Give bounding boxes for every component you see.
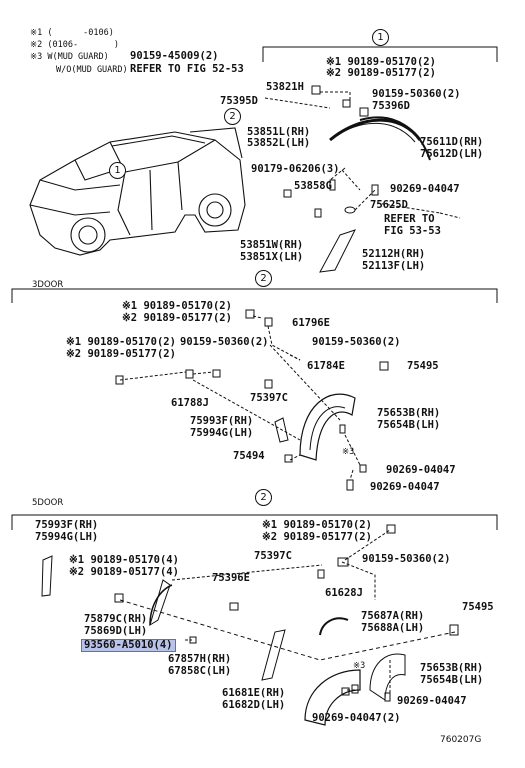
callout-1-top: 1: [372, 29, 389, 46]
part-label[interactable]: ※1 90189-05170(2): [262, 519, 372, 531]
part-label[interactable]: ※1 90189-05170(2): [122, 300, 232, 312]
callout-2-3door: 2: [255, 270, 272, 287]
part-label[interactable]: 61681E(RH): [222, 687, 286, 699]
part-label[interactable]: 75494: [233, 450, 265, 462]
part-label[interactable]: 61628J: [325, 587, 363, 599]
part-label[interactable]: 61788J: [171, 397, 209, 409]
part-label[interactable]: 90159-50360(2): [312, 336, 401, 348]
section-3door: 3DOOR: [32, 280, 64, 290]
part-label[interactable]: ※2 90189-05177(2): [66, 348, 176, 360]
part-label[interactable]: 75495: [462, 601, 494, 613]
part-label-highlighted[interactable]: 93560-A5010(4): [81, 639, 176, 652]
part-label[interactable]: 75688A(LH): [361, 622, 425, 634]
note-1: ※1 ( -0106): [30, 28, 114, 38]
part-label[interactable]: ※2 90189-05177(2): [122, 312, 232, 324]
part-label[interactable]: ※1 90189-05170(2): [326, 56, 436, 68]
part-label[interactable]: 53852L(LH): [247, 137, 311, 149]
part-label[interactable]: 75994G(LH): [35, 531, 99, 543]
part-label[interactable]: 75612D(LH): [420, 148, 484, 160]
note-3-part-number[interactable]: 90159-45009(2): [130, 50, 219, 62]
note-3-without-mudguard: W/O(MUD GUARD): [56, 65, 128, 75]
part-label[interactable]: 53821H: [266, 81, 304, 93]
part-label[interactable]: 75994G(LH): [190, 427, 254, 439]
part-label[interactable]: ※1 90189-05170(4): [69, 554, 179, 566]
part-label[interactable]: 75653B(RH): [377, 407, 441, 419]
part-label[interactable]: 75653B(RH): [420, 662, 484, 674]
part-label[interactable]: 75397C: [250, 392, 288, 404]
part-label[interactable]: 90269-04047(2): [312, 712, 401, 724]
callout-1-car: 1: [109, 162, 126, 179]
part-label[interactable]: ※2 90189-05177(2): [326, 67, 436, 79]
part-label[interactable]: 61784E: [307, 360, 345, 372]
part-label[interactable]: 75397C: [254, 550, 292, 562]
car-illustration: [29, 127, 246, 256]
note-marker-3: ※3: [353, 661, 366, 671]
part-label[interactable]: 52113F(LH): [362, 260, 426, 272]
part-label[interactable]: 53858G: [294, 180, 332, 192]
part-label[interactable]: 75993F(RH): [35, 519, 99, 531]
part-label[interactable]: 53851L(RH): [247, 126, 311, 138]
part-label[interactable]: 67857H(RH): [168, 653, 232, 665]
part-label[interactable]: 90159-50360(2): [372, 88, 461, 100]
part-label[interactable]: 90269-04047: [397, 695, 467, 707]
part-reference[interactable]: REFER TO: [384, 213, 435, 225]
callout-2-5door: 2: [255, 489, 272, 506]
part-label[interactable]: 61682D(LH): [222, 699, 286, 711]
5door-parts: [41, 524, 459, 726]
part-label[interactable]: 75396D: [372, 100, 410, 112]
part-label[interactable]: 75611D(RH): [420, 136, 484, 148]
part-label[interactable]: 67858C(LH): [168, 665, 232, 677]
part-label[interactable]: 75687A(RH): [361, 610, 425, 622]
part-label[interactable]: 75396E: [212, 572, 250, 584]
part-label[interactable]: 75654B(LH): [377, 419, 441, 431]
part-label[interactable]: 52112H(RH): [362, 248, 426, 260]
part-label[interactable]: ※1 90189-05170(2): [66, 336, 176, 348]
part-label[interactable]: ※2 90189-05177(2): [262, 531, 372, 543]
part-label[interactable]: 90269-04047: [386, 464, 456, 476]
part-label[interactable]: 90159-50360(2): [362, 553, 451, 565]
part-label[interactable]: 75395D: [220, 95, 258, 107]
part-label[interactable]: 90179-06206(3): [251, 163, 340, 175]
top-parts: [264, 85, 461, 273]
part-label[interactable]: 75625D: [370, 199, 408, 211]
part-label[interactable]: 61796E: [292, 317, 330, 329]
part-label[interactable]: 75495: [407, 360, 439, 372]
part-label[interactable]: 90159-50360(2): [180, 336, 269, 348]
note-2: ※2 (0106- ): [30, 40, 120, 50]
part-label[interactable]: 75869D(LH): [84, 625, 148, 637]
part-label[interactable]: 75993F(RH): [190, 415, 254, 427]
section-5door: 5DOOR: [32, 498, 64, 508]
part-label[interactable]: 53851W(RH): [240, 239, 304, 251]
figure-id: 760207G: [440, 735, 482, 745]
part-label[interactable]: ※2 90189-05177(4): [69, 566, 179, 578]
part-reference[interactable]: FIG 53-53: [384, 225, 441, 237]
part-label[interactable]: 75879C(RH): [84, 613, 148, 625]
callout-2-car: 2: [224, 108, 241, 125]
note-3-with-mudguard: ※3 W(MUD GUARD): [30, 52, 109, 62]
note-3-reference[interactable]: REFER TO FIG 52-53: [130, 63, 244, 75]
part-label[interactable]: 75654B(LH): [420, 674, 484, 686]
note-marker-3: ※3: [342, 447, 355, 457]
3door-parts: [115, 309, 389, 491]
part-label[interactable]: 90269-04047: [390, 183, 460, 195]
part-label[interactable]: 90269-04047: [370, 481, 440, 493]
part-label[interactable]: 53851X(LH): [240, 251, 304, 263]
